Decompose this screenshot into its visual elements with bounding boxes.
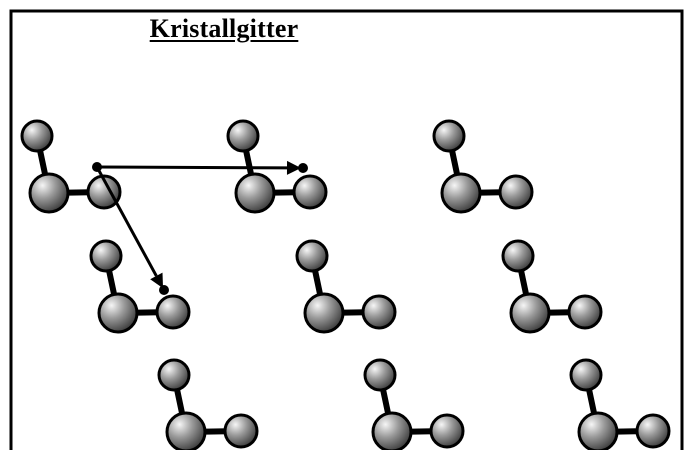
molecule-r2-c3 (501, 239, 603, 334)
molecule-r2-c2 (295, 239, 397, 334)
top-atom (226, 119, 260, 153)
molecule-r3-c2 (363, 358, 465, 450)
right-atom (223, 413, 259, 449)
center-atom (440, 172, 482, 214)
top-atom (569, 358, 603, 392)
molecule-r3-c3 (569, 358, 671, 450)
molecule-grid (20, 119, 671, 450)
molecule-r1-c1 (20, 119, 122, 214)
top-atom (20, 119, 54, 153)
right-atom (86, 174, 122, 210)
center-atom (165, 411, 207, 450)
top-atom (363, 358, 397, 392)
lattice-vector-b-head (150, 272, 164, 289)
lattice-vector-b (95, 166, 169, 295)
lattice-vector-b-end-dot (159, 285, 169, 295)
lattice-vector-a-end-dot (298, 163, 308, 173)
page-title: Kristallgitter (149, 14, 299, 43)
right-atom (361, 294, 397, 330)
center-atom (371, 411, 413, 450)
center-atom (234, 172, 276, 214)
top-atom (157, 358, 191, 392)
center-atom (577, 411, 619, 450)
molecule-r1-c2 (226, 119, 328, 214)
top-atom (432, 119, 466, 153)
lattice-vector-origin-dot (92, 162, 102, 172)
top-atom (295, 239, 329, 273)
top-atom (501, 239, 535, 273)
molecule-r1-c3 (432, 119, 534, 214)
right-atom (498, 174, 534, 210)
right-atom (429, 413, 465, 449)
right-atom (155, 294, 191, 330)
right-atom (292, 174, 328, 210)
diagram-border (9, 9, 684, 450)
lattice-vectors (92, 160, 308, 295)
lattice-vector-a-head (286, 160, 302, 175)
center-atom (303, 292, 345, 334)
molecule-r3-c1 (157, 358, 259, 450)
center-atom (509, 292, 551, 334)
lattice-vector-a (96, 160, 308, 175)
right-atom (635, 413, 671, 449)
molecule-r2-c1 (89, 239, 191, 334)
center-atom (97, 292, 139, 334)
top-atom (89, 239, 123, 273)
center-atom (28, 172, 70, 214)
lattice-vector-a-shaft (96, 165, 288, 170)
right-atom (567, 294, 603, 330)
lattice-vector-b-shaft (95, 166, 158, 277)
